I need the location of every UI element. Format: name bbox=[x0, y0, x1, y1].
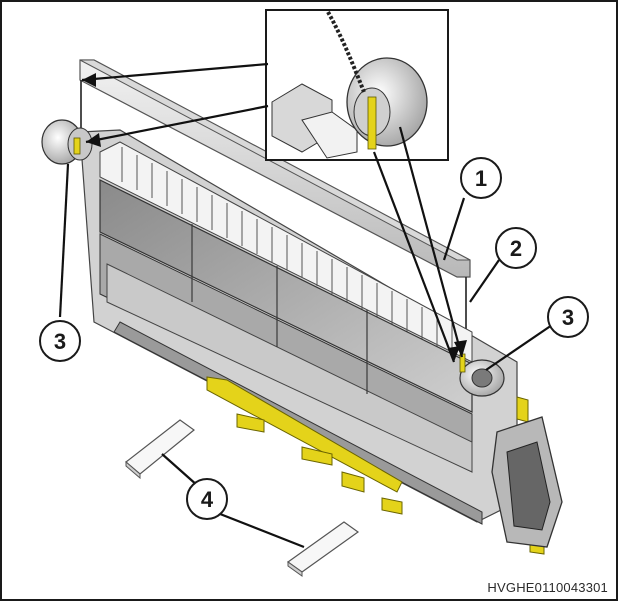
shipping-supports bbox=[206, 376, 545, 555]
callout-2-number: 2 bbox=[510, 236, 522, 261]
left-roller bbox=[41, 119, 93, 165]
callout-1-number: 1 bbox=[475, 166, 487, 191]
detail-inset bbox=[265, 9, 449, 161]
callout-4: 4 bbox=[186, 478, 228, 520]
callout-4-number: 4 bbox=[201, 487, 214, 512]
callout-3-right-number: 3 bbox=[562, 305, 574, 330]
grille-slats bbox=[121, 147, 453, 358]
shipping-blocks bbox=[125, 419, 360, 577]
callout-3-left-number: 3 bbox=[54, 329, 66, 354]
leader-lines bbox=[58, 62, 553, 549]
callout-1: 1 bbox=[460, 157, 502, 199]
callout-3-left: 3 bbox=[39, 320, 81, 362]
panel-ribs bbox=[191, 224, 368, 394]
end-crop-divider bbox=[491, 416, 563, 548]
callout-2: 2 bbox=[495, 227, 537, 269]
right-roller bbox=[459, 353, 505, 397]
callout-3-right: 3 bbox=[547, 296, 589, 338]
figure-code: HVGHE0110043301 bbox=[487, 580, 608, 595]
leader-arrowheads bbox=[82, 73, 467, 362]
